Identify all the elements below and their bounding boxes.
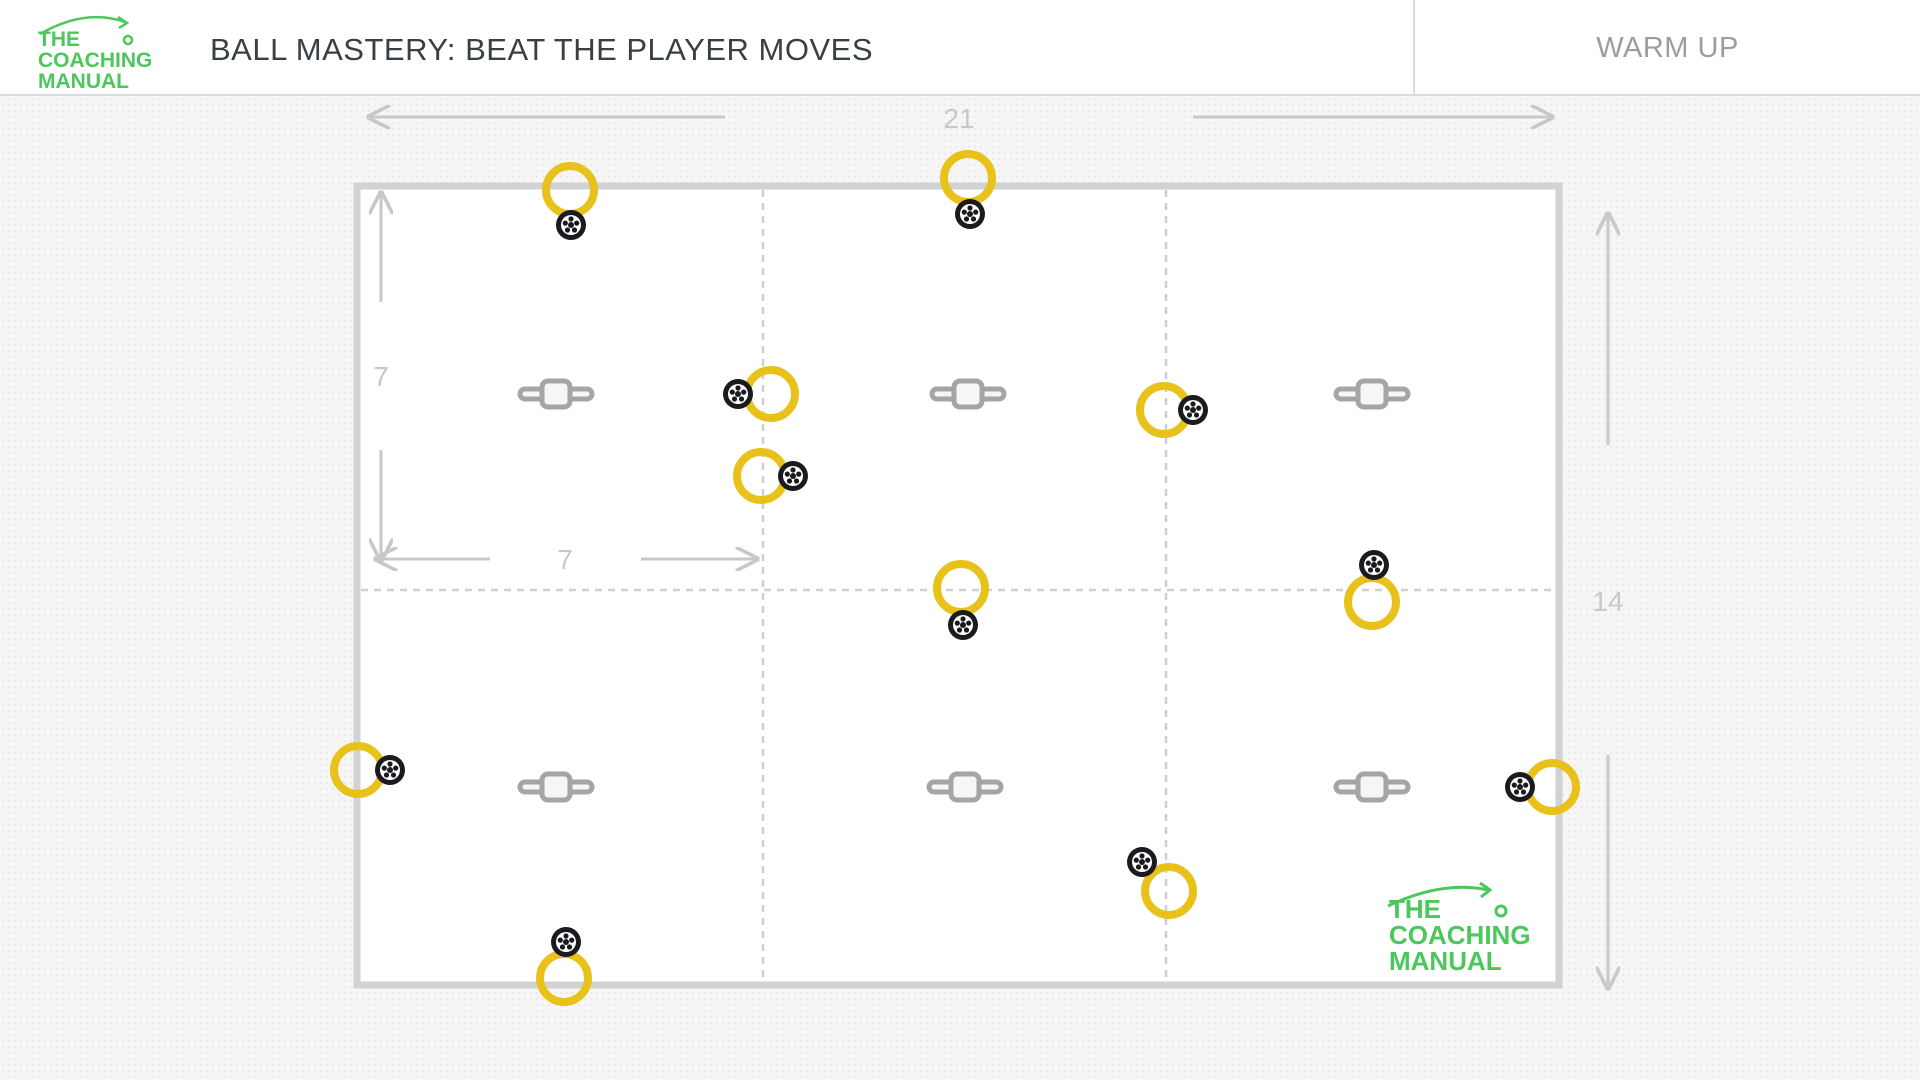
grid-width-label: 7 bbox=[557, 544, 573, 575]
watermark-line-1: THE bbox=[1389, 894, 1441, 924]
length-label: 14 bbox=[1592, 586, 1623, 617]
logo-line-1: THE bbox=[38, 28, 80, 51]
logo-line-3: MANUAL bbox=[38, 70, 129, 92]
watermark-logo: THE COACHING MANUAL bbox=[1387, 881, 1531, 976]
soccer-ball-icon bbox=[723, 379, 753, 409]
soccer-ball-icon bbox=[778, 461, 808, 491]
soccer-ball-icon bbox=[1505, 772, 1535, 802]
soccer-ball-icon bbox=[556, 210, 586, 240]
header-bar: THE COACHING MANUAL BALL MASTERY: BEAT T… bbox=[0, 0, 1920, 96]
watermark-line-3: MANUAL bbox=[1389, 946, 1502, 976]
players-layer bbox=[330, 150, 1580, 1006]
width-label: 21 bbox=[943, 103, 974, 134]
soccer-ball-icon bbox=[948, 610, 978, 640]
drill-diagram: 21 14 7 7 THE COACHING MANUAL bbox=[330, 103, 1624, 1006]
yellow-ring-player-icon bbox=[1141, 863, 1197, 919]
logo-line-2: COACHING bbox=[38, 49, 152, 72]
soccer-ball-icon bbox=[375, 755, 405, 785]
session-phase: WARM UP bbox=[1596, 32, 1739, 64]
soccer-ball-icon bbox=[955, 199, 985, 229]
soccer-ball-icon bbox=[551, 927, 581, 957]
soccer-ball-icon bbox=[1178, 395, 1208, 425]
pitch-area: 21 14 7 7 THE COACHING MANUAL bbox=[0, 96, 1920, 1080]
header-divider bbox=[1413, 0, 1415, 96]
grid-height-label: 7 bbox=[373, 361, 389, 392]
session-title: BALL MASTERY: BEAT THE PLAYER MOVES bbox=[210, 32, 873, 67]
soccer-ball-icon bbox=[1359, 550, 1389, 580]
watermark-line-2: COACHING bbox=[1389, 920, 1531, 950]
pitch-boundary bbox=[353, 182, 1563, 989]
soccer-ball-icon bbox=[1127, 847, 1157, 877]
coaching-manual-logo: THE COACHING MANUAL bbox=[38, 15, 152, 92]
